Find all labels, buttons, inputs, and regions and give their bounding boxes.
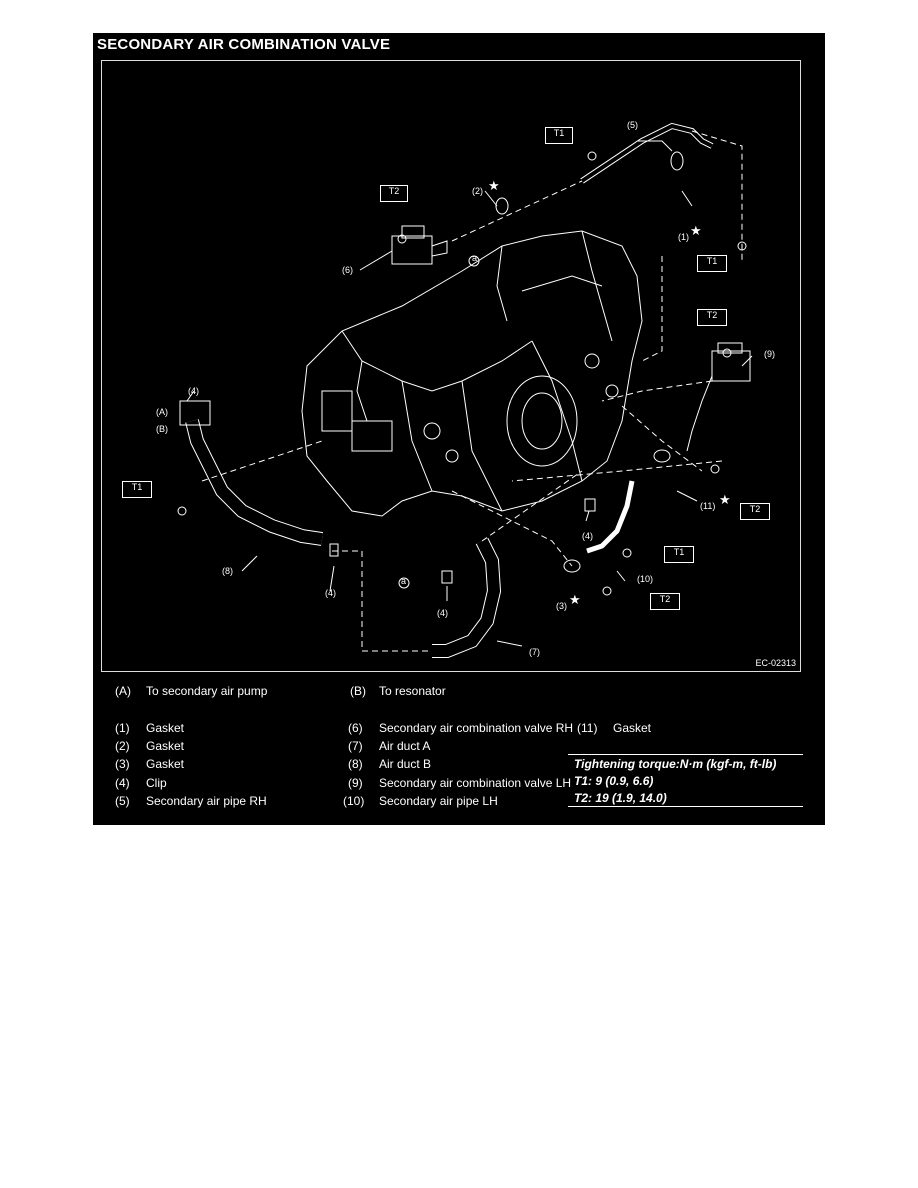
- callout-b: (B): [156, 424, 168, 434]
- exploded-diagram: T1 T2 T1 T2 T1 T2 T1 T2 (5) (2) ★ (1) ★ …: [101, 60, 801, 672]
- torque-t1: T1: 9 (0.9, 6.6): [574, 774, 654, 788]
- legend-text: Secondary air combination valve LH: [379, 776, 572, 790]
- star-icon: ★: [569, 592, 581, 607]
- torque-heading: Tightening torque:N·m (kgf-m, ft-lb): [574, 757, 777, 771]
- legend-text: Air duct A: [379, 739, 431, 753]
- legend-key: (6): [348, 721, 363, 735]
- callout-4: (4): [582, 531, 593, 541]
- legend-key: (4): [115, 776, 130, 790]
- callout-5: (5): [627, 120, 638, 130]
- legend-text: Clip: [146, 776, 167, 790]
- callout-4: (4): [437, 608, 448, 618]
- legend-text-a: To secondary air pump: [146, 684, 268, 698]
- page-title: SECONDARY AIR COMBINATION VALVE: [97, 36, 391, 53]
- torque-box-t1: T1: [697, 255, 727, 272]
- torque-box-t2: T2: [697, 309, 727, 326]
- callout-7: (7): [529, 647, 540, 657]
- combination-valve-lh: [686, 342, 751, 452]
- torque-box-t2: T2: [650, 593, 680, 610]
- callout-4: (4): [188, 386, 199, 396]
- torque-box-t1: T1: [545, 127, 573, 144]
- callout-1: (1): [678, 232, 689, 242]
- legend-text: Gasket: [146, 739, 185, 753]
- legend-text: Secondary air combination valve RH: [379, 721, 574, 735]
- assembly-guide-lines: [201, 130, 743, 652]
- torque-box-t1: T1: [664, 546, 694, 563]
- engine-block: [301, 230, 643, 517]
- legend-text-b: To resonator: [379, 684, 446, 698]
- torque-box-t2: T2: [380, 185, 408, 202]
- callout-11: (11): [700, 501, 716, 511]
- legend-key: (1): [115, 721, 130, 735]
- star-icon: ★: [488, 178, 500, 193]
- callout-a: (A): [156, 407, 168, 417]
- callout-10: (10): [637, 574, 654, 584]
- torque-box-t1: T1: [122, 481, 152, 498]
- legend-text: Gasket: [146, 757, 185, 771]
- figure-code: EC-02313: [755, 658, 796, 668]
- legend-text: Secondary air pipe LH: [379, 794, 498, 808]
- secondary-air-pipe-lh: [586, 480, 635, 554]
- figure-panel: SECONDARY AIR COMBINATION VALVE: [93, 33, 825, 825]
- callout-a-marker: a: [472, 253, 478, 263]
- torque-box-t2: T2: [740, 503, 770, 520]
- torque-t2: T2: 19 (1.9, 14.0): [574, 791, 667, 805]
- legend-key-a: (A): [115, 684, 131, 698]
- divider: [568, 754, 803, 755]
- legend-key-b: (B): [350, 684, 366, 698]
- legend-key: (11): [577, 721, 598, 735]
- legend-key: (9): [348, 776, 363, 790]
- diagram-drawing: [177, 122, 753, 658]
- legend-text: Gasket: [146, 721, 185, 735]
- legend-key: (8): [348, 757, 363, 771]
- torque-spec-table: Tightening torque:N·m (kgf-m, ft-lb) T1:…: [568, 754, 803, 807]
- divider: [568, 806, 803, 807]
- callout-a-marker: a: [401, 576, 407, 586]
- legend-text: Air duct B: [379, 757, 432, 771]
- callout-9: (9): [764, 349, 775, 359]
- legend-text: Gasket: [613, 721, 652, 735]
- combination-valve-rh: [391, 225, 448, 265]
- legend-key: (3): [115, 757, 130, 771]
- callout-3: (3): [556, 601, 567, 611]
- callout-6: (6): [342, 265, 353, 275]
- star-icon: ★: [719, 492, 731, 507]
- callout-8: (8): [222, 566, 233, 576]
- callout-2: (2): [472, 186, 483, 196]
- callout-4: (4): [325, 588, 336, 598]
- legend-key: (7): [348, 739, 363, 753]
- legend-key: (2): [115, 739, 130, 753]
- legend-key: (10): [343, 794, 365, 808]
- star-icon: ★: [690, 223, 702, 238]
- legend-text: Secondary air pipe RH: [146, 794, 267, 808]
- legend-key: (5): [115, 794, 130, 808]
